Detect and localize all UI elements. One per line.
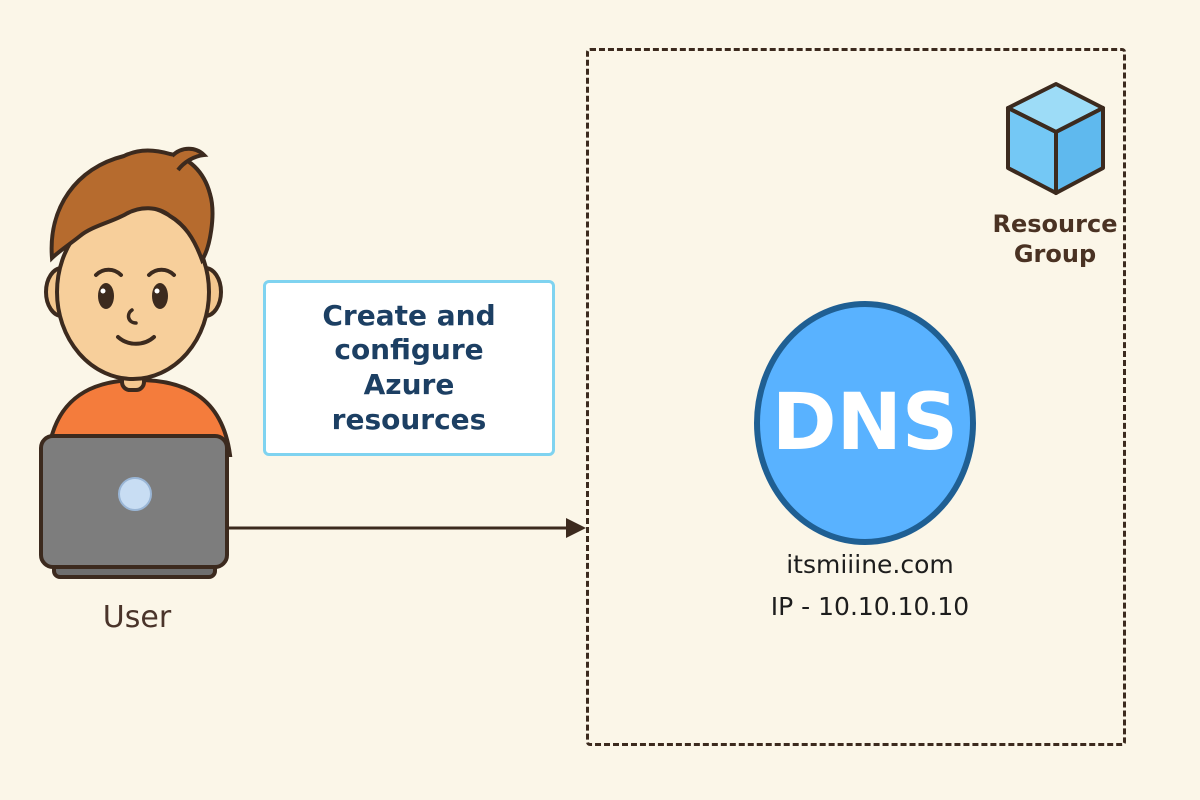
resource-group-cube-icon bbox=[1006, 82, 1105, 195]
user-label: User bbox=[102, 600, 172, 635]
action-label-box: Create and configure Azure resources bbox=[263, 280, 555, 456]
action-label-text: Create and configure Azure resources bbox=[322, 298, 496, 436]
user-icon bbox=[44, 146, 233, 457]
dns-ip: IP - 10.10.10.10 bbox=[770, 592, 970, 621]
dns-label: DNS bbox=[772, 378, 958, 468]
arrow-icon bbox=[227, 518, 586, 538]
laptop-icon bbox=[39, 434, 229, 579]
dns-domain: itsmiiine.com bbox=[786, 550, 954, 579]
dns-icon: DNS bbox=[754, 301, 976, 545]
resource-group-boundary bbox=[586, 48, 1126, 746]
resource-group-label: Resource Group bbox=[992, 210, 1118, 268]
